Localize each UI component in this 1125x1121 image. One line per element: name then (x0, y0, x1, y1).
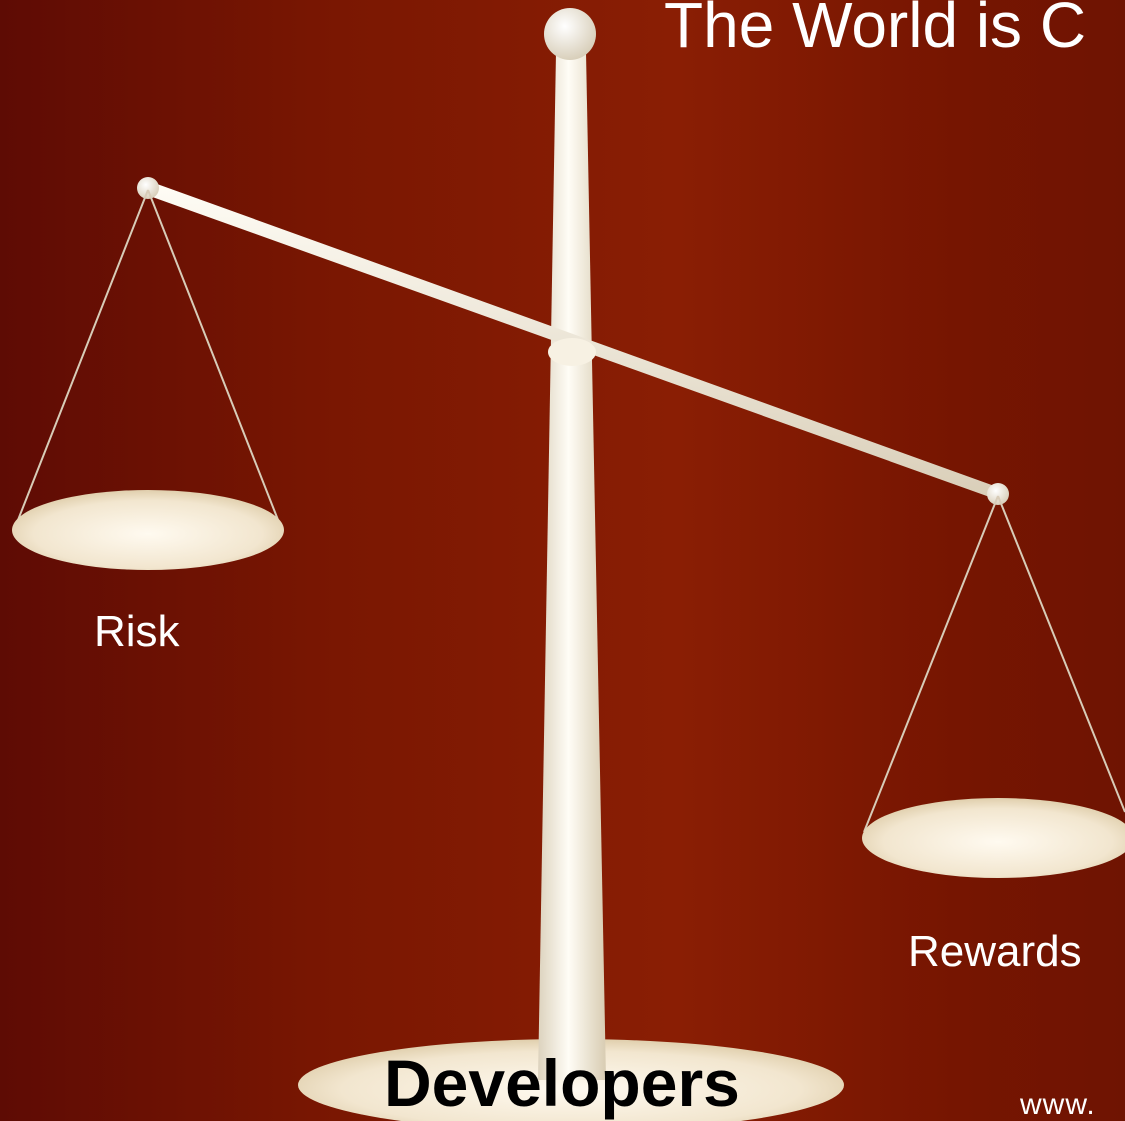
beam-right-end (987, 483, 1009, 505)
pole-top-knob (544, 8, 596, 60)
watermark: www. (1020, 1088, 1096, 1121)
left-pan (12, 490, 284, 570)
left-pan-strings (17, 189, 283, 531)
rewards-label: Rewards (908, 927, 1082, 976)
scale-pole (538, 52, 606, 1080)
beam-pivot (548, 338, 596, 366)
right-pan-strings (863, 495, 1125, 833)
developers-label: Developers (384, 1046, 740, 1120)
scale-base (298, 1039, 844, 1121)
beam-left-end (137, 177, 159, 199)
slide-title: The World is C (664, 0, 1087, 61)
risk-label: Risk (94, 607, 180, 656)
right-pan (862, 798, 1125, 878)
